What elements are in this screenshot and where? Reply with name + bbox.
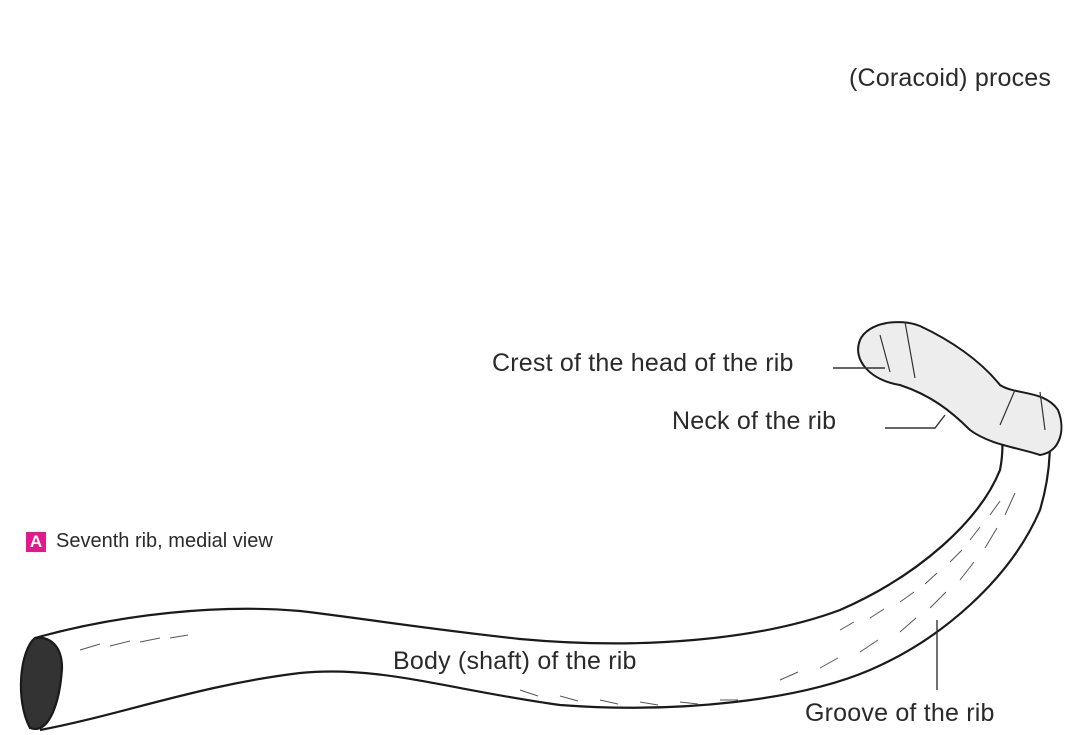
figure-badge: A	[26, 532, 46, 552]
groove-of-rib-label: Groove of the rib	[805, 699, 995, 728]
rib-shaft	[21, 385, 1050, 730]
rib-head	[858, 322, 1061, 455]
neck-of-rib-label: Neck of the rib	[672, 407, 836, 436]
figure-caption-text: Seventh rib, medial view	[56, 530, 273, 553]
neck-leader	[885, 415, 945, 428]
figure-caption: A Seventh rib, medial view	[26, 530, 273, 553]
crest-of-head-label: Crest of the head of the rib	[492, 349, 794, 378]
coracoid-process-label: (Coracoid) proces	[849, 64, 1051, 93]
leader-lines	[833, 368, 945, 690]
body-of-rib-label: Body (shaft) of the rib	[393, 647, 637, 676]
